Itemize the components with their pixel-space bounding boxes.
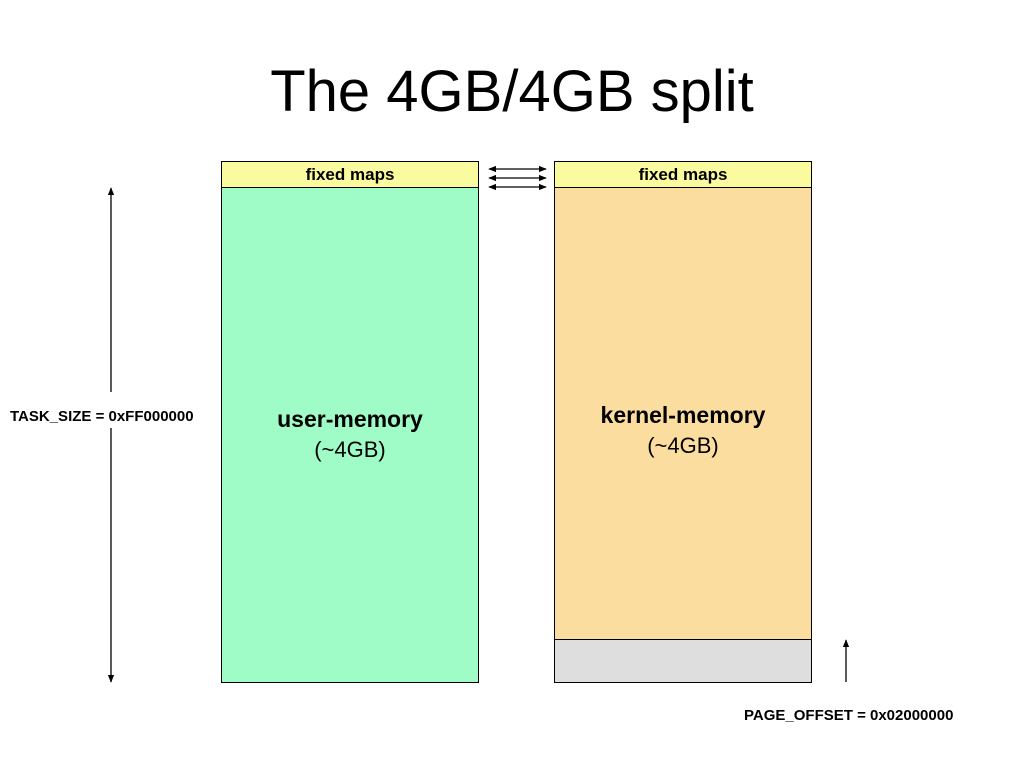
reserved-low-block <box>554 639 812 683</box>
user-memory-size: (~4GB) <box>314 437 386 462</box>
page-offset-label: PAGE_OFFSET = 0x02000000 <box>744 707 954 724</box>
user-memory-name: user-memory <box>277 406 423 432</box>
user-memory-block <box>221 187 479 683</box>
kernel-memory-size: (~4GB) <box>647 433 719 458</box>
kernel-memory-name: kernel-memory <box>600 402 766 428</box>
task-size-label: TASK_SIZE = 0xFF000000 <box>10 408 194 425</box>
kernel-memory-label: kernel-memory (~4GB) <box>554 402 812 459</box>
user-memory-label: user-memory (~4GB) <box>221 406 479 463</box>
kernel-memory-block <box>554 187 812 640</box>
slide-title: The 4GB/4GB split <box>270 59 754 124</box>
user-fixed-maps-block: fixed maps <box>221 161 479 188</box>
